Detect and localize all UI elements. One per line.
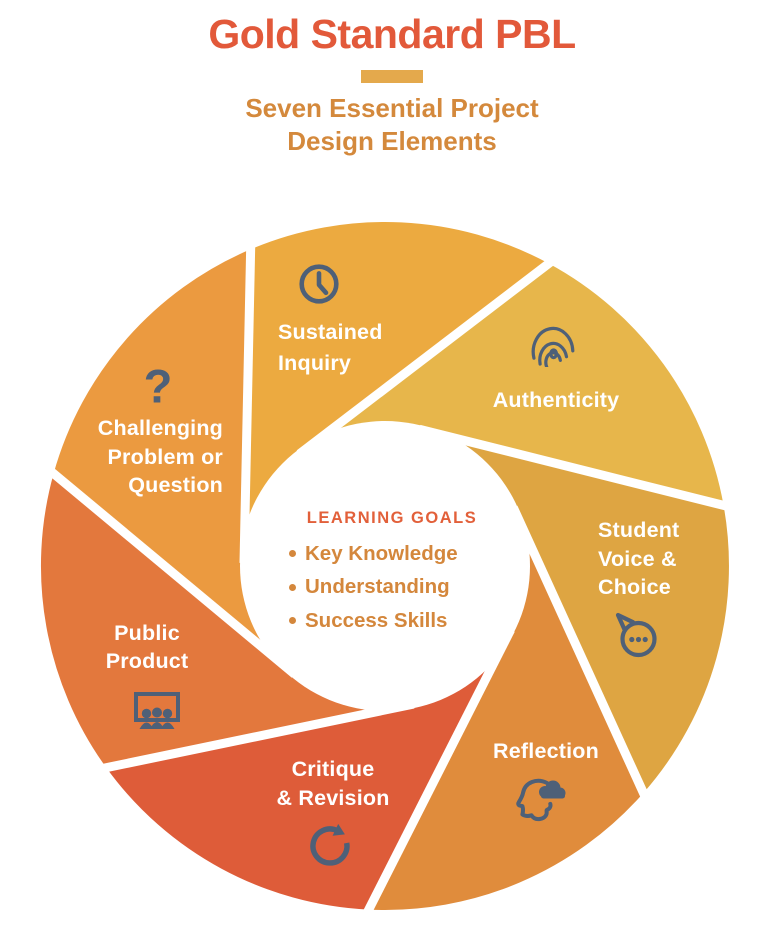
fingerprint-icon [531, 326, 575, 367]
segment-divider [93, 699, 415, 775]
question-mark-icon: ? [143, 359, 173, 413]
learning-goals-heading: LEARNING GOALS [306, 509, 478, 527]
title-divider-bar [361, 70, 423, 83]
segment-divider [41, 462, 298, 678]
segment-divider [239, 237, 256, 564]
head-thought-cloud-icon [516, 778, 566, 822]
segment-label-public-product: Public Product [105, 621, 189, 673]
wheel-center-circle [240, 421, 530, 711]
segment-blade-student-voice-choice [419, 429, 729, 793]
segment-label-student-voice-choice: Student Voice & Choice [598, 518, 680, 599]
segment-label-challenging-problem: Challenging Problem or Question [97, 416, 223, 497]
learning-goal-item: Success Skills [289, 604, 458, 638]
page-title: Gold Standard PBL [208, 11, 576, 57]
subtitle-line-2: Design Elements [287, 126, 497, 156]
refresh-arrow-icon [310, 824, 350, 866]
speech-bubble-icon [615, 612, 657, 658]
learning-goal-item: Key Knowledge [289, 537, 458, 571]
segment-blade-authenticity [299, 263, 724, 506]
segment-divider [509, 505, 653, 806]
segment-divider [418, 424, 737, 513]
page-subtitle: Seven Essential Project Design Elements [0, 92, 784, 158]
bullet-dot [289, 550, 296, 558]
segment-blade-reflection [368, 507, 644, 910]
learning-goal-item: Understanding [289, 571, 458, 605]
segment-label-sustained-inquiry: Sustained Inquiry [278, 320, 383, 375]
segment-label-critique-revision: Critique & Revision [276, 757, 390, 810]
segment-blade-critique-revision [106, 629, 511, 910]
segment-divider [296, 252, 562, 458]
learning-goals-list: Key Knowledge Understanding Success Skil… [289, 537, 458, 638]
header: Gold Standard PBL Seven Essential Projec… [0, 0, 784, 158]
segment-blade-challenging-problem [53, 249, 295, 675]
presentation-audience-icon [134, 692, 180, 729]
bullet-dot [289, 617, 296, 625]
segment-blade-sustained-inquiry [244, 221, 549, 564]
segment-label-authenticity: Authenticity [492, 388, 620, 412]
segment-divider [359, 627, 515, 923]
subtitle-line-1: Seven Essential Project [245, 93, 539, 123]
segment-label-reflection: Reflection [493, 739, 599, 763]
bullet-dot [289, 583, 296, 591]
clock-icon [299, 264, 339, 304]
